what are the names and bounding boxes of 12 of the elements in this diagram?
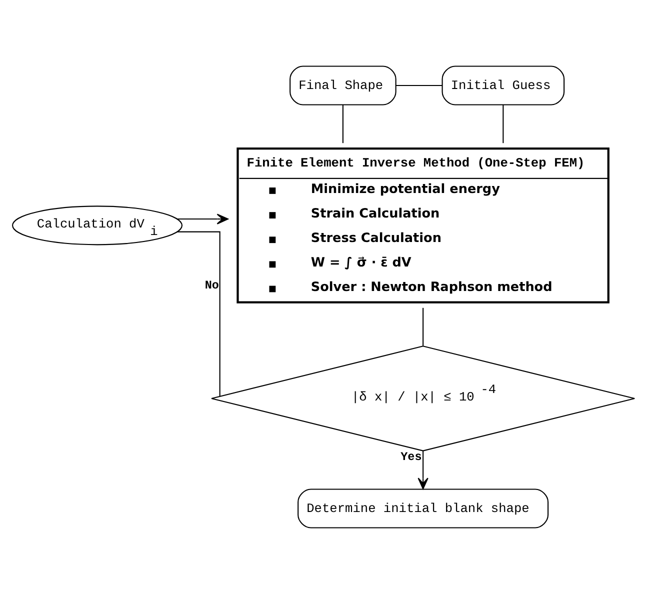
arrow bbox=[177, 214, 228, 224]
connector bbox=[342, 104, 344, 144]
connector bbox=[502, 104, 504, 144]
edge-label: No bbox=[204, 278, 219, 292]
arrow bbox=[418, 450, 428, 490]
connector bbox=[422, 308, 424, 346]
edge-label: Yes bbox=[400, 450, 422, 464]
node-box: Final Shape bbox=[290, 66, 396, 106]
node-box: Determine initial blank shape bbox=[298, 488, 549, 528]
connector bbox=[396, 84, 442, 86]
node-box: Initial Guess bbox=[442, 66, 565, 106]
connector bbox=[177, 231, 220, 396]
